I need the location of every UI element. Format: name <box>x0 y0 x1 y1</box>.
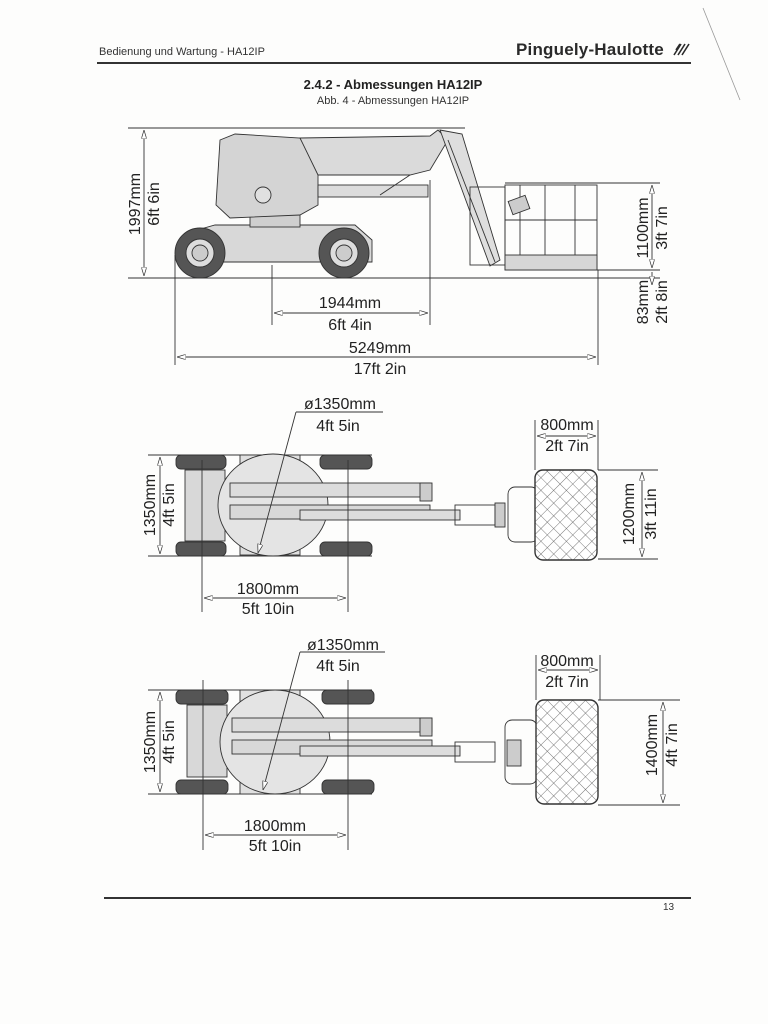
header-brand: Pinguely-Haulotte <box>516 40 691 60</box>
width-mm: 1350mm <box>142 474 159 536</box>
overall-length-imperial: 17ft 2in <box>354 361 406 378</box>
width-imperial: 4ft 5in <box>161 483 178 527</box>
floor-height-mm: 83mm <box>635 280 652 324</box>
basket-length-mm: 1400mm <box>644 714 661 776</box>
basket-length-mm: 1200mm <box>621 483 638 545</box>
width-imperial: 4ft 5in <box>161 720 178 764</box>
rail-height-imperial: 3ft 7in <box>654 206 671 250</box>
wheelbase-mm: 1944mm <box>319 295 381 312</box>
height-total-mm: 1997mm <box>127 173 144 235</box>
scan-artifact <box>702 7 741 101</box>
side-view-labels: 1997mm 6ft 6in 1944mm 6ft 4in 5249mm 17f… <box>127 173 671 378</box>
axle-spacing-imperial: 5ft 10in <box>249 838 301 855</box>
footer-rule <box>104 897 691 899</box>
axle-spacing-imperial: 5ft 10in <box>242 601 294 618</box>
diagonal-stripes-logo-icon <box>673 43 690 56</box>
basket-length-imperial: 3ft 11in <box>643 488 660 539</box>
rail-height-mm: 1100mm <box>635 197 652 258</box>
section-title: 2.4.2 - Abmessungen HA12IP <box>303 77 483 92</box>
turret-diameter-imperial: 4ft 5in <box>316 658 360 675</box>
header-rule <box>97 62 691 64</box>
side-view <box>128 127 660 365</box>
top-view-1 <box>148 411 658 612</box>
basket-length-imperial: 4ft 7in <box>664 723 681 767</box>
axle-spacing-mm: 1800mm <box>244 818 306 835</box>
header-document-title: Bedienung und Wartung - HA12IP <box>99 46 265 58</box>
figure-caption: Abb. 4 - Abmessungen HA12IP <box>316 95 470 107</box>
basket-width-mm: 800mm <box>540 653 593 670</box>
turret-diameter-imperial: 4ft 5in <box>316 418 360 435</box>
page-number: 13 <box>663 902 675 913</box>
top-view-1-labels: ø1350mm 4ft 5in 1350mm 4ft 5in 1800mm 5f… <box>142 396 660 618</box>
wheelbase-imperial: 6ft 4in <box>328 317 372 334</box>
floor-height-imperial: 2ft 8in <box>654 280 671 324</box>
turret-diameter-mm: ø1350mm <box>307 637 379 654</box>
top-view-2-labels: ø1350mm 4ft 5in 1350mm 4ft 5in 1800mm 5f… <box>142 637 681 855</box>
basket-width-mm: 800mm <box>540 417 593 434</box>
width-mm: 1350mm <box>142 711 159 773</box>
top-view-2 <box>148 651 680 850</box>
basket-width-imperial: 2ft 7in <box>545 438 589 455</box>
turret-diameter-mm: ø1350mm <box>304 396 376 413</box>
brand-name: Pinguely-Haulotte <box>516 40 664 59</box>
height-total-imperial: 6ft 6in <box>146 182 163 226</box>
basket-width-imperial: 2ft 7in <box>545 674 589 691</box>
axle-spacing-mm: 1800mm <box>237 581 299 598</box>
overall-length-mm: 5249mm <box>349 340 411 357</box>
